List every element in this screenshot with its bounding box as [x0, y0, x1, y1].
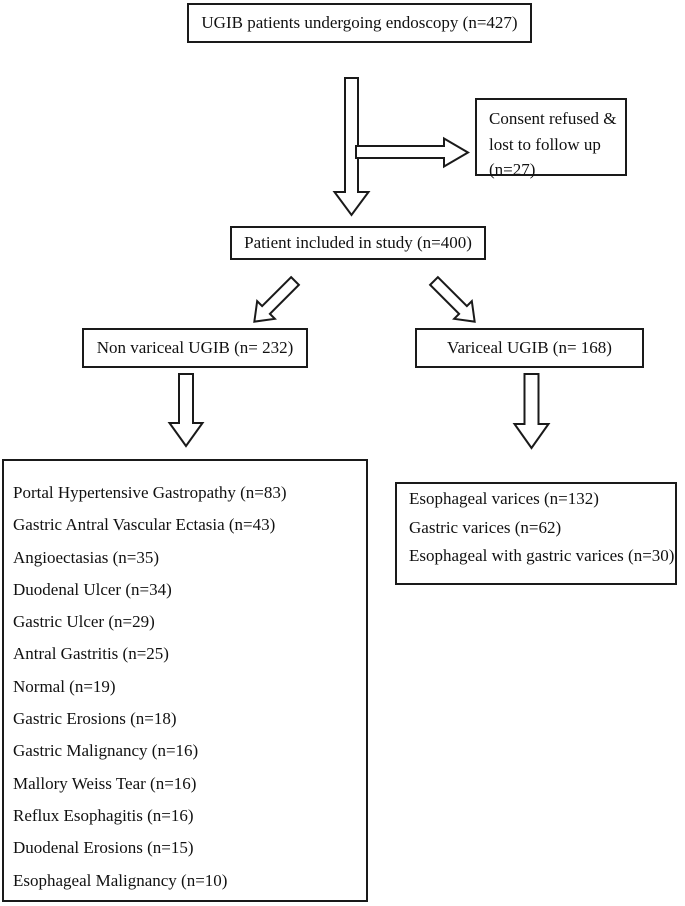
box-non-variceal-findings: Portal Hypertensive Gastropathy (n=83) Ga… — [2, 459, 368, 902]
arrow-branch-consent — [355, 136, 470, 169]
box-ugib-endoscopy-label: UGIB patients undergoing endoscopy (n=42… — [201, 13, 518, 33]
list-item: Normal (n=19) — [13, 676, 116, 696]
box-patient-included-label: Patient included in study (n=400) — [244, 233, 472, 253]
list-item: Duodenal Ulcer (n=34) — [13, 579, 172, 599]
box-patient-included: Patient included in study (n=400) — [230, 226, 486, 260]
list-item: Consent refused & — [489, 109, 617, 128]
list-item: Esophageal Malignancy (n=10) — [13, 870, 228, 890]
list-item: Gastric varices (n=62) — [409, 517, 562, 537]
box-variceal-findings: Esophageal varices (n=132) Gastric varice… — [395, 482, 677, 585]
list-item: Portal Hypertensive Gastropathy (n=83) — [13, 483, 287, 502]
list-item: Antral Gastritis (n=25) — [13, 644, 169, 664]
arrow-diagonal-left — [253, 275, 301, 323]
list-item: lost to follow up — [489, 134, 601, 154]
arrow-diagonal-right — [428, 275, 476, 323]
list-item: Gastric Malignancy (n=16) — [13, 741, 199, 761]
box-non-variceal-ugib: Non variceal UGIB (n= 232) — [82, 328, 308, 368]
list-item: Reflux Esophagitis (n=16) — [13, 805, 194, 825]
arrow-down-main — [332, 77, 371, 217]
box-variceal-ugib: Variceal UGIB (n= 168) — [415, 328, 644, 368]
list-item: Gastric Erosions (n=18) — [13, 709, 177, 729]
list-item: Mallory Weiss Tear (n=16) — [13, 773, 197, 793]
list-item: Gastric Ulcer (n=29) — [13, 612, 155, 632]
box-ugib-endoscopy: UGIB patients undergoing endoscopy (n=42… — [187, 3, 532, 43]
box-consent-refused: Consent refused & lost to follow up (n=27) — [475, 98, 627, 179]
arrow-down-non-variceal — [167, 373, 205, 448]
list-item: Esophageal varices (n=132) — [409, 489, 599, 508]
arrow-down-variceal — [512, 373, 551, 450]
box-variceal-ugib-label: Variceal UGIB (n= 168) — [447, 338, 612, 358]
list-item: (n=27) — [489, 160, 536, 179]
box-non-variceal-ugib-label: Non variceal UGIB (n= 232) — [96, 338, 294, 358]
list-item: Gastric Antral Vascular Ectasia (n=43) — [13, 515, 276, 535]
list-item: Duodenal Erosions (n=15) — [13, 838, 194, 858]
list-item: Angioectasias (n=35) — [13, 547, 160, 567]
list-item: Esophageal with gastric varices (n=30) — [409, 546, 675, 565]
